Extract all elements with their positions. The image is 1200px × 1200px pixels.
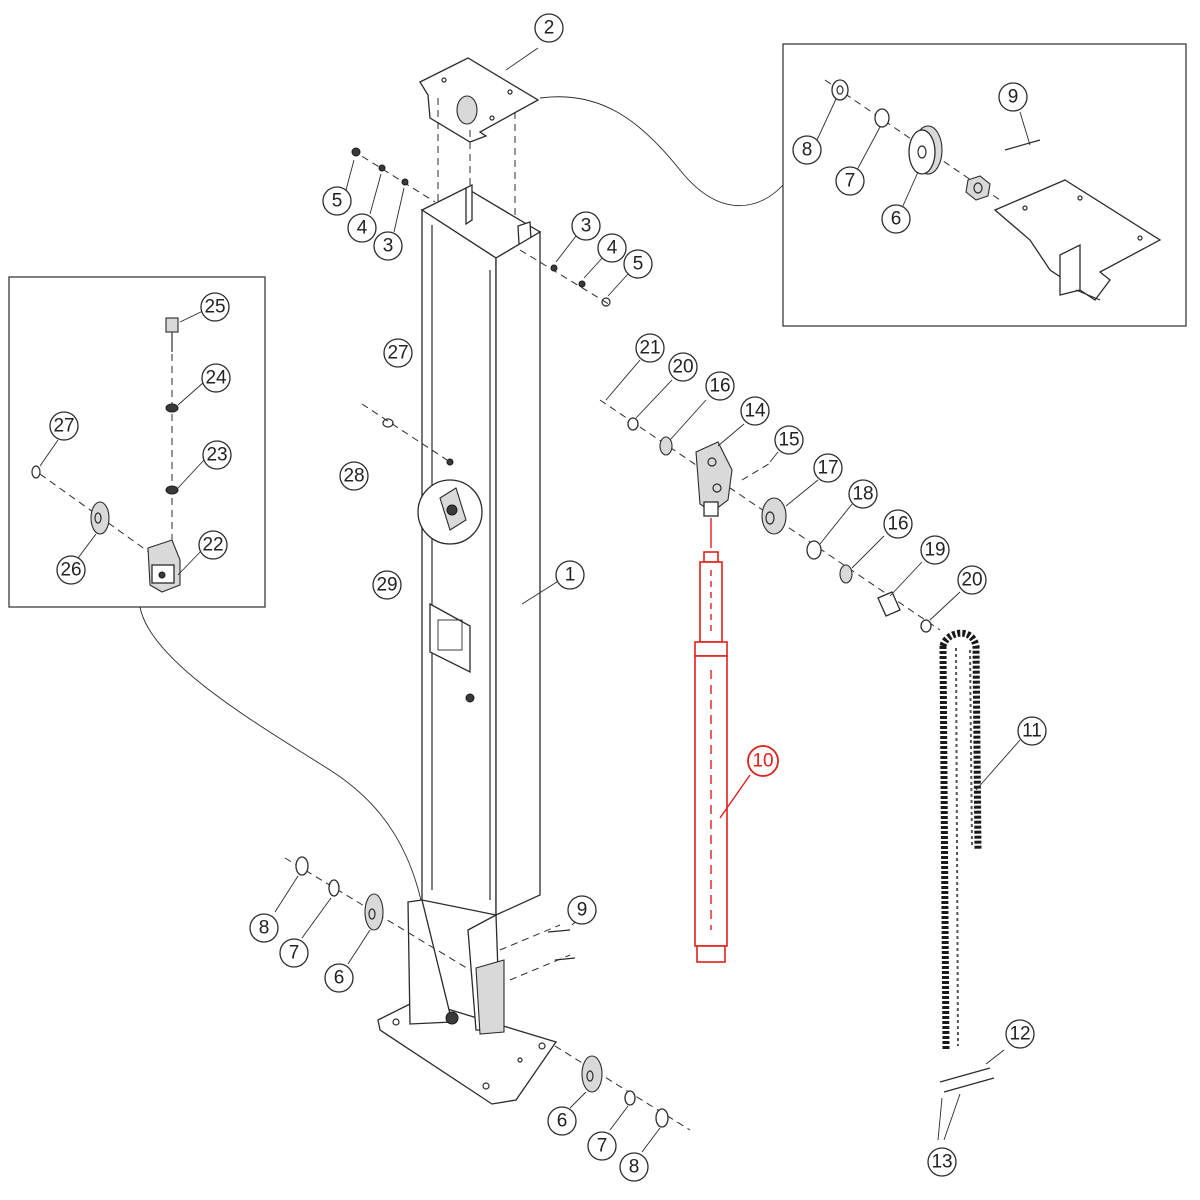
callout-9a: 9 <box>998 82 1028 112</box>
callout-18: 18 <box>848 479 878 509</box>
svg-text:6: 6 <box>557 1111 568 1132</box>
piston-head-hardware <box>599 359 961 633</box>
callout-7c: 7 <box>587 1131 617 1161</box>
callout-27a: 27 <box>49 411 79 441</box>
svg-text:3: 3 <box>581 216 592 237</box>
lower-left-pulley-group <box>274 856 471 971</box>
svg-text:9: 9 <box>1008 87 1019 108</box>
callout-19: 19 <box>920 535 950 565</box>
svg-text:21: 21 <box>639 338 660 359</box>
svg-text:24: 24 <box>205 368 227 389</box>
svg-text:14: 14 <box>744 401 766 422</box>
svg-text:27: 27 <box>387 343 408 364</box>
callout-6a: 6 <box>881 204 911 234</box>
callout-15: 15 <box>774 425 804 455</box>
callout-17: 17 <box>813 453 843 483</box>
callout-26: 26 <box>56 555 86 585</box>
svg-text:2: 2 <box>544 18 555 39</box>
callout-16b: 16 <box>883 509 913 539</box>
column-part <box>361 183 561 1105</box>
svg-text:8: 8 <box>259 918 270 939</box>
callout-5a: 5 <box>322 186 352 216</box>
callout-6c: 6 <box>547 1106 577 1136</box>
fastener-group-left <box>345 147 436 233</box>
callout-11: 11 <box>1017 716 1047 746</box>
svg-text:10: 10 <box>752 751 773 772</box>
svg-text:22: 22 <box>202 535 223 556</box>
callout-9b: 9 <box>567 895 597 925</box>
svg-text:26: 26 <box>60 560 81 581</box>
svg-text:7: 7 <box>845 171 856 192</box>
svg-text:3: 3 <box>383 236 394 257</box>
hydraulic-cylinder-part <box>694 518 751 963</box>
top-plate-part <box>419 47 540 222</box>
callout-25: 25 <box>200 292 230 322</box>
svg-text:8: 8 <box>802 140 813 161</box>
callout-3a: 3 <box>373 231 403 261</box>
chain-part <box>937 629 1021 1141</box>
svg-text:18: 18 <box>852 484 873 505</box>
svg-text:4: 4 <box>357 218 368 239</box>
svg-text:23: 23 <box>206 445 227 466</box>
svg-text:28: 28 <box>343 466 364 487</box>
svg-text:16: 16 <box>709 376 730 397</box>
svg-text:7: 7 <box>597 1136 608 1157</box>
svg-text:19: 19 <box>924 540 945 561</box>
svg-text:13: 13 <box>931 1152 952 1173</box>
svg-text:6: 6 <box>334 968 345 989</box>
callout-14: 14 <box>740 396 770 426</box>
callout-10: 10 <box>747 745 779 777</box>
callout-6b: 6 <box>324 963 354 993</box>
callout-28: 28 <box>339 461 369 491</box>
svg-text:5: 5 <box>633 254 644 275</box>
detail-box-pulley <box>539 43 1187 327</box>
callout-24: 24 <box>201 363 231 393</box>
callout-3b: 3 <box>571 211 601 241</box>
svg-text:12: 12 <box>1009 1024 1030 1045</box>
svg-text:4: 4 <box>607 238 618 259</box>
lower-right-pulley-group <box>554 1045 691 1153</box>
svg-text:8: 8 <box>629 1157 640 1178</box>
callout-12: 12 <box>1005 1019 1035 1049</box>
callout-5b: 5 <box>623 249 653 279</box>
detail-box-roller-bracket <box>8 276 433 1001</box>
callout-27b: 27 <box>383 338 413 368</box>
callout-22: 22 <box>198 530 228 560</box>
callout-21: 21 <box>635 333 665 363</box>
callout-13: 13 <box>927 1147 957 1177</box>
bolts-9-lower <box>499 917 581 981</box>
svg-text:20: 20 <box>961 570 982 591</box>
callout-4b: 4 <box>597 233 627 263</box>
callout-2: 2 <box>534 13 564 43</box>
svg-text:16: 16 <box>887 514 908 535</box>
callout-8a: 8 <box>792 135 822 165</box>
svg-text:6: 6 <box>891 209 902 230</box>
callout-20b: 20 <box>957 565 987 595</box>
svg-text:7: 7 <box>289 943 300 964</box>
callout-7b: 7 <box>279 938 309 968</box>
svg-text:15: 15 <box>778 430 799 451</box>
svg-text:27: 27 <box>53 416 74 437</box>
svg-text:1: 1 <box>565 565 576 586</box>
callout-29: 29 <box>372 570 402 600</box>
callout-20a: 20 <box>668 352 698 382</box>
svg-text:29: 29 <box>376 575 397 596</box>
svg-text:5: 5 <box>332 191 343 212</box>
callout-8c: 8 <box>619 1152 649 1182</box>
svg-text:20: 20 <box>672 357 693 378</box>
callout-7a: 7 <box>835 166 865 196</box>
svg-text:11: 11 <box>1022 721 1042 742</box>
callout-16a: 16 <box>705 371 735 401</box>
svg-text:25: 25 <box>204 297 225 318</box>
svg-text:17: 17 <box>817 458 838 479</box>
callout-4a: 4 <box>347 213 377 243</box>
fastener-group-right <box>519 235 629 307</box>
callout-8b: 8 <box>249 913 279 943</box>
callout-1: 1 <box>555 560 585 590</box>
callout-23: 23 <box>202 440 232 470</box>
svg-text:9: 9 <box>577 900 588 921</box>
